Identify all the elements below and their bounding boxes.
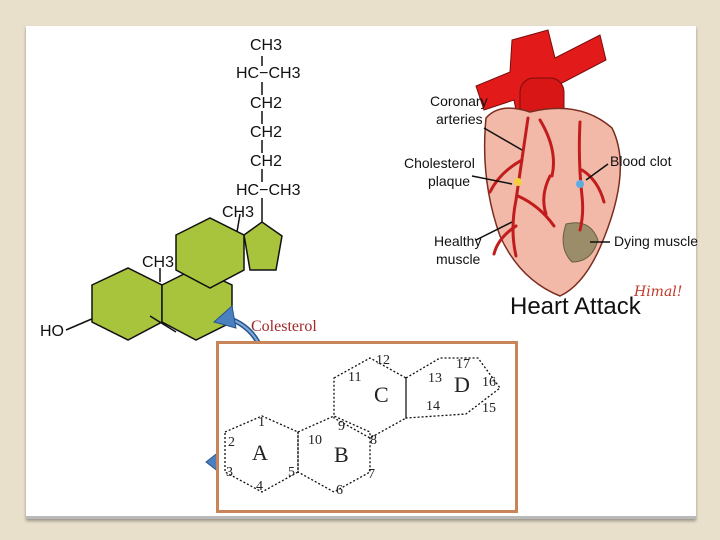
ring-d bbox=[243, 221, 283, 271]
heart-attack-title: Heart Attack bbox=[510, 293, 642, 320]
num-1: 1 bbox=[258, 415, 265, 430]
group-ch3-top: CH3 bbox=[250, 37, 282, 54]
num-16: 16 bbox=[482, 375, 496, 390]
label-dying-muscle: Dying muscle bbox=[614, 233, 698, 249]
num-15: 15 bbox=[482, 401, 496, 416]
label-blood-clot: Blood clot bbox=[610, 153, 672, 169]
num-2: 2 bbox=[228, 435, 235, 450]
group-ch2-3: CH2 bbox=[250, 153, 282, 170]
label-plaque-1: Cholesterol bbox=[404, 155, 475, 171]
num-8: 8 bbox=[370, 433, 377, 448]
num-12: 12 bbox=[376, 353, 390, 368]
group-hc-ch3-2: HC−CH3 bbox=[236, 182, 301, 199]
ring-c bbox=[175, 217, 245, 289]
label-healthy-2: muscle bbox=[436, 251, 481, 267]
label-plaque-2: plaque bbox=[428, 173, 470, 189]
num-7: 7 bbox=[368, 467, 375, 482]
num-11: 11 bbox=[348, 370, 361, 385]
group-ch3-ring-a: CH3 bbox=[142, 254, 174, 271]
group-hc-ch3-1: HC−CH3 bbox=[236, 65, 301, 82]
label-healthy-1: Healthy bbox=[434, 233, 481, 249]
num-5: 5 bbox=[288, 465, 295, 480]
ring-letter-c: C bbox=[374, 382, 389, 407]
num-10: 10 bbox=[308, 433, 322, 448]
ring-letter-a: A bbox=[252, 440, 268, 465]
signature: Himal! bbox=[633, 284, 682, 300]
group-ch2-1: CH2 bbox=[250, 95, 282, 112]
num-3: 3 bbox=[226, 465, 233, 480]
num-6: 6 bbox=[336, 483, 343, 498]
group-ch2-2: CH2 bbox=[250, 124, 282, 141]
label-coronary-1: Coronary bbox=[430, 93, 488, 109]
num-14: 14 bbox=[426, 399, 440, 414]
group-ch3-ring-c: CH3 bbox=[222, 204, 254, 221]
colesterol-label: Colesterol bbox=[251, 318, 317, 335]
num-13: 13 bbox=[428, 371, 442, 386]
steroid-numbering-frame bbox=[216, 341, 518, 513]
num-17: 17 bbox=[456, 357, 470, 372]
label-coronary-2: arteries bbox=[436, 111, 483, 127]
group-ho: HO bbox=[40, 323, 64, 340]
ring-letter-d: D bbox=[454, 372, 470, 397]
num-4: 4 bbox=[256, 479, 263, 494]
num-9: 9 bbox=[338, 419, 345, 434]
ring-letter-b: B bbox=[334, 442, 349, 467]
